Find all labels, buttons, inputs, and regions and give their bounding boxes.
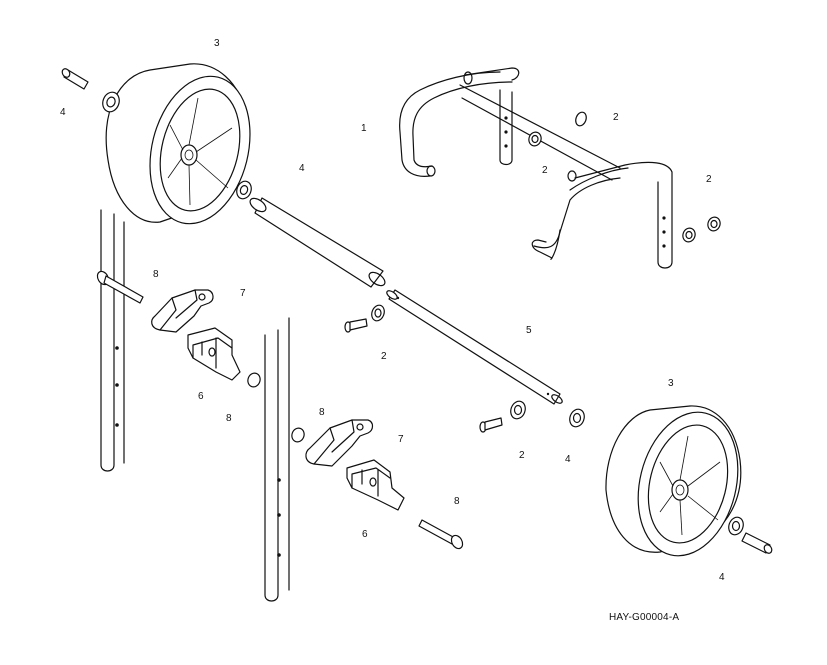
callout-8-left-lower: 8	[226, 413, 232, 424]
callout-4-top-left: 4	[60, 107, 66, 118]
washer-bottom-right	[728, 516, 744, 536]
callout-2-bottom: 2	[519, 450, 525, 461]
bracket-right	[305, 419, 374, 467]
clamp-block-left	[187, 327, 241, 381]
axle-tube	[249, 197, 386, 288]
callout-2-right: 2	[706, 174, 712, 185]
frame-washers	[528, 111, 721, 243]
callout-8-mid: 8	[319, 407, 325, 418]
callout-2-top-right: 2	[613, 112, 619, 123]
washer-left-lower	[247, 372, 261, 388]
washer-wheel-left	[236, 180, 252, 200]
washer-right-bracket	[291, 427, 305, 443]
callout-7-left: 7	[240, 288, 246, 299]
callout-6-left: 6	[198, 391, 204, 402]
callout-5: 5	[526, 325, 532, 336]
bolt-right	[418, 519, 464, 550]
axle-pin-top-left	[61, 68, 89, 90]
leg-tube-left	[100, 209, 125, 472]
axle-pin-bottom-right	[741, 532, 773, 554]
callout-7-right: 7	[398, 434, 404, 445]
axle-rod	[386, 289, 563, 405]
drawing-code: HAY-G00004-A	[609, 612, 680, 623]
washer-top-left	[102, 91, 120, 113]
callout-1: 1	[361, 123, 367, 134]
bracket-left	[151, 289, 214, 333]
callout-3-bottom: 3	[668, 378, 674, 389]
leg-tube-middle	[264, 317, 290, 602]
callout-8-left: 8	[153, 269, 159, 280]
clamp-block-right	[346, 459, 405, 511]
small-bolt-right	[479, 400, 526, 433]
wheel-top-left	[105, 63, 251, 225]
callout-2-mid: 2	[381, 351, 387, 362]
callout-6-right: 6	[362, 529, 368, 540]
callout-4-bottom: 4	[565, 454, 571, 465]
callout-4-axle: 4	[299, 163, 305, 174]
bolt-left	[96, 270, 144, 304]
callout-2-frame: 2	[542, 165, 548, 176]
callout-4-bottom-right: 4	[719, 572, 725, 583]
washer-wheel-right	[569, 408, 585, 428]
wheel-bottom-right	[605, 405, 742, 557]
callout-8-right: 8	[454, 496, 460, 507]
handle-frame	[399, 67, 673, 269]
callout-3-top: 3	[214, 38, 220, 49]
small-bolt-mid	[344, 304, 385, 333]
